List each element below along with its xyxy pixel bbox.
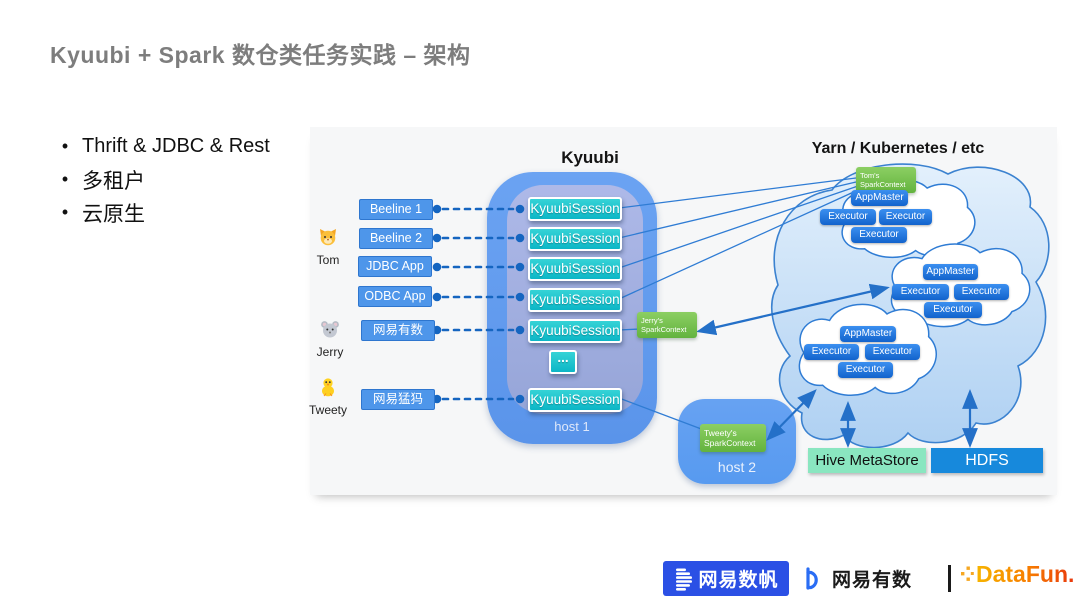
- appmaster-chip: AppMaster: [851, 190, 908, 206]
- youshu-d-icon: [806, 567, 818, 590]
- kyuubi-session-box: KyuubiSession: [528, 288, 622, 312]
- bullet-item: • Thrift & JDBC & Rest: [48, 130, 270, 163]
- host2-label: host 2: [717, 459, 757, 475]
- user-name: Tweety: [308, 403, 347, 417]
- bullet-text: 云原生: [82, 201, 145, 226]
- executor-chip: Executor: [838, 362, 893, 378]
- page-title: Kyuubi + Spark 数仓类任务实践 – 架构: [50, 42, 471, 68]
- context-owner: Tweety's: [704, 428, 737, 438]
- executor-chip: Executor: [820, 209, 876, 225]
- executor-chip: Executor: [954, 284, 1009, 300]
- context-label: SparkContext: [860, 180, 906, 189]
- tom-sparkcontext-box: Tom's SparkContext: [856, 167, 916, 193]
- datafun-label: DataFun.: [976, 561, 1075, 587]
- chick-icon: [322, 378, 334, 397]
- netease-youshu-logo: 网易有数: [800, 565, 912, 592]
- kyuubi-session-box: KyuubiSession: [528, 227, 622, 251]
- cat-icon: [320, 229, 336, 246]
- shufan-label: 网易数帆: [698, 570, 779, 591]
- kyuubi-session-box: KyuubiSession: [528, 319, 622, 343]
- client-box-beeline2: Beeline 2: [359, 228, 433, 249]
- kyuubi-session-box: KyuubiSession: [528, 388, 622, 412]
- kyuubi-session-box: KyuubiSession: [528, 197, 622, 221]
- executor-chip: Executor: [851, 227, 907, 243]
- shufan-stripes-d-icon: [676, 568, 693, 591]
- host1-label: host 1: [554, 419, 590, 434]
- client-box-jdbc-app: JDBC App: [358, 256, 432, 277]
- appmaster-chip: AppMaster: [840, 326, 896, 342]
- bullet-dot: •: [61, 136, 69, 156]
- executor-chip: Executor: [865, 344, 920, 360]
- kyuubi-label: Kyuubi: [561, 148, 619, 167]
- bullet-dot: •: [61, 169, 69, 189]
- bullet-dot: •: [61, 202, 69, 222]
- context-label: SparkContext: [704, 438, 756, 448]
- executor-chip: Executor: [924, 302, 982, 318]
- hdfs-box: HDFS: [931, 448, 1043, 473]
- jerry-sparkcontext-box: Jerry's SparkContext: [637, 312, 697, 338]
- bullet-list: • Thrift & JDBC & Rest • 多租户 • 云原生: [48, 130, 270, 229]
- executor-chip: Executor: [804, 344, 859, 360]
- context-label: SparkContext: [641, 325, 687, 334]
- client-box-beeline1: Beeline 1: [359, 199, 433, 220]
- client-box-mammut: 网易猛犸: [361, 389, 435, 410]
- youshu-label: 网易有数: [832, 570, 913, 591]
- appmaster-chip: AppMaster: [923, 264, 978, 280]
- hive-metastore-box: Hive MetaStore: [808, 448, 926, 473]
- bullet-item: • 多租户: [48, 163, 270, 196]
- user-name: Tom: [316, 253, 340, 267]
- executor-chip: Executor: [879, 209, 932, 225]
- datafun-dots-icon: [961, 566, 974, 581]
- client-box-odbc-app: ODBC App: [358, 286, 432, 307]
- user-tweety: Tweety: [306, 377, 350, 417]
- tweety-sparkcontext-box: Tweety's SparkContext: [700, 424, 766, 452]
- bullet-text: Thrift & JDBC & Rest: [82, 135, 270, 157]
- footer-separator: [948, 565, 951, 592]
- netease-shufan-logo: 网易数帆: [663, 561, 789, 596]
- yarn-label: Yarn / Kubernetes / etc: [811, 140, 985, 157]
- datafun-logo: DataFun.: [960, 561, 1074, 588]
- executor-chip: Executor: [892, 284, 949, 300]
- user-jerry: Jerry: [308, 319, 352, 359]
- user-tom: Tom: [306, 227, 350, 267]
- context-owner: Tom's: [860, 171, 880, 180]
- user-name: Jerry: [316, 345, 344, 359]
- client-box-youshu: 网易有数: [361, 320, 435, 341]
- kyuubi-session-box: KyuubiSession: [528, 257, 622, 281]
- session-ellipsis-box: ...: [549, 350, 577, 374]
- bullet-text: 多租户: [82, 168, 145, 193]
- context-owner: Jerry's: [641, 316, 663, 325]
- bullet-item: • 云原生: [48, 196, 270, 229]
- mouse-icon: [321, 321, 339, 338]
